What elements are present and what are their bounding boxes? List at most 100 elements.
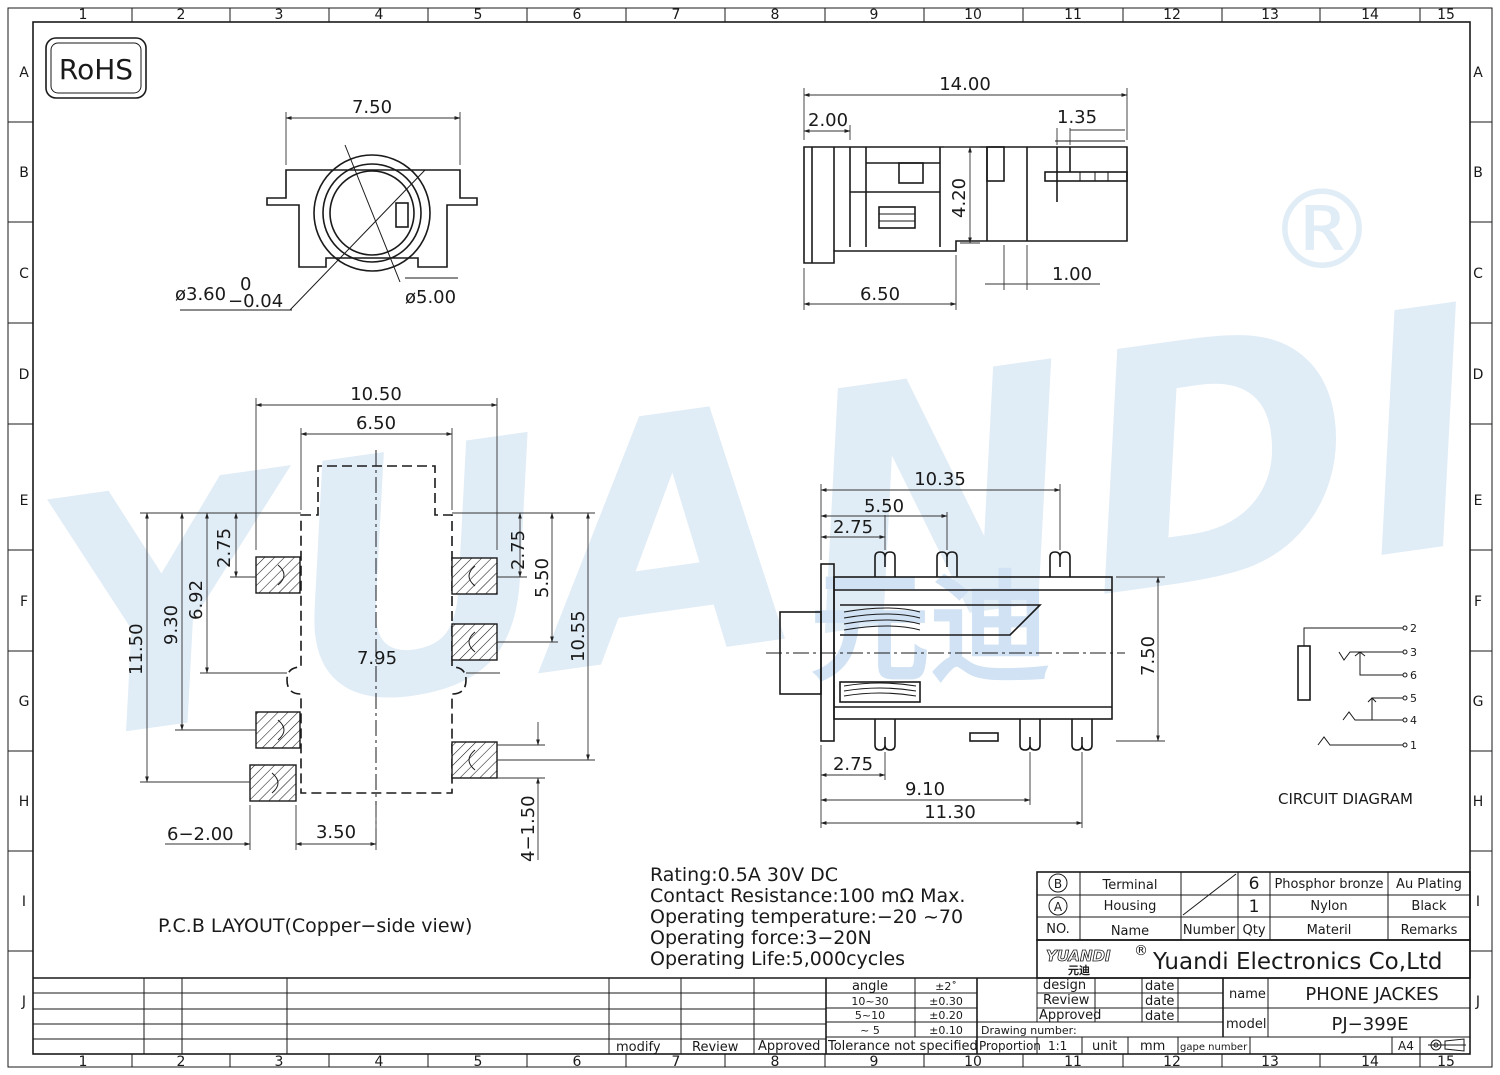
border-column-label: 7 bbox=[672, 1054, 681, 1070]
part-name-label: name bbox=[1229, 987, 1266, 1002]
signoff-unit-value: mm bbox=[1140, 1039, 1165, 1054]
top-view: 10.35 5.50 2.75 7.50 2.75 9.10 11.30 bbox=[766, 469, 1165, 828]
spec-rating: Rating:0.5A 30V DC bbox=[650, 864, 838, 886]
front-outer-dim: ø5.00 bbox=[405, 287, 456, 308]
part-model: PJ−399E bbox=[1332, 1014, 1409, 1035]
pcb-body-width-dim: 6.50 bbox=[356, 413, 396, 434]
top-bottom-mid-dim: 9.10 bbox=[905, 779, 945, 800]
border-column-label: 1 bbox=[79, 1054, 88, 1070]
bom-header-qty: Qty bbox=[1242, 923, 1265, 938]
border-column-label: 8 bbox=[771, 1054, 780, 1070]
front-view: 7.50 ø3.60 0 −0.04 ø5.00 bbox=[175, 97, 478, 312]
border-column-label: 14 bbox=[1361, 7, 1379, 23]
tol-value-2: ±0.20 bbox=[929, 1009, 963, 1022]
revision-approved: Approved bbox=[758, 1039, 820, 1054]
bom-material-housing: Nylon bbox=[1310, 899, 1347, 914]
yuandi-watermark: YUANDI ® 元迪 bbox=[17, 166, 1500, 818]
border-column-label: 6 bbox=[573, 1054, 582, 1070]
circuit-pin-4: 4 bbox=[1410, 714, 1417, 727]
border-column-label: 7 bbox=[672, 7, 681, 23]
company-registered-icon: ® bbox=[1134, 943, 1148, 959]
border-row-label: G bbox=[1473, 694, 1484, 710]
border-column-label: 13 bbox=[1261, 7, 1279, 23]
signoff-date-1: date bbox=[1145, 979, 1174, 994]
border-row-label: E bbox=[1474, 493, 1483, 509]
title-block: modify Review Approved angle ±2˚ 10~30 ±… bbox=[33, 977, 1470, 1055]
company-logo: YUANDI bbox=[1046, 947, 1111, 965]
sheet-border: 1122334455667788991010111112121313141415… bbox=[7, 7, 1493, 1070]
border-row-label: C bbox=[19, 266, 29, 282]
top-near-dim: 2.75 bbox=[833, 517, 873, 538]
top-height-dim: 7.50 bbox=[1138, 636, 1159, 676]
border-row-label: E bbox=[20, 493, 29, 509]
pad-right-1 bbox=[451, 557, 498, 595]
border-row-label: I bbox=[1476, 894, 1480, 910]
border-column-label: 3 bbox=[275, 7, 284, 23]
signoff-gape-number: gape number bbox=[1180, 1042, 1248, 1053]
side-height-dim: 4.20 bbox=[949, 178, 970, 218]
border-column-label: 4 bbox=[375, 7, 384, 23]
border-row-label: H bbox=[19, 794, 30, 810]
circuit-pin-1: 1 bbox=[1410, 739, 1417, 752]
border-column-label: 15 bbox=[1437, 1054, 1455, 1070]
bom-header-material: Materil bbox=[1307, 923, 1352, 938]
border-row-label: D bbox=[19, 367, 30, 383]
pcb-h692-dim: 6.92 bbox=[186, 580, 207, 620]
border-column-label: 10 bbox=[964, 7, 982, 23]
border-row-label: B bbox=[19, 165, 29, 181]
pad-left-3 bbox=[249, 764, 297, 802]
bom-header-number: Number bbox=[1183, 923, 1236, 938]
bom-table: B A Terminal Housing 6 1 Phosphor bronze… bbox=[1036, 871, 1471, 941]
border-row-label: J bbox=[1475, 994, 1480, 1010]
border-column-label: 11 bbox=[1064, 7, 1082, 23]
border-column-label: 10 bbox=[964, 1054, 982, 1070]
border-row-label: G bbox=[19, 694, 30, 710]
border-column-label: 12 bbox=[1163, 1054, 1181, 1070]
border-column-ticks: 1122334455667788991010111112121313141415… bbox=[79, 7, 1455, 1070]
pcb-right-offset-dim: 2.75 bbox=[508, 530, 529, 570]
pcb-pad-size-dim: 6−2.00 bbox=[167, 824, 234, 845]
top-bottom-near-dim: 2.75 bbox=[833, 754, 873, 775]
front-hole-tol-upper: 0 bbox=[240, 274, 251, 295]
border-row-label: A bbox=[1473, 65, 1483, 81]
signoff-size: A4 bbox=[1398, 1039, 1414, 1053]
tol-range-3: ~ 5 bbox=[860, 1024, 880, 1037]
circuit-pin-3: 3 bbox=[1410, 646, 1417, 659]
bom-name-terminal: Terminal bbox=[1102, 878, 1158, 893]
tol-range-1: 10~30 bbox=[851, 995, 888, 1008]
side-length-dim: 14.00 bbox=[939, 74, 991, 95]
revision-modify: modify bbox=[616, 1040, 661, 1055]
signoff-approved: Approved bbox=[1039, 1008, 1101, 1023]
signoff-date-2: date bbox=[1145, 994, 1174, 1009]
part-model-label: model bbox=[1226, 1017, 1266, 1032]
specifications: Rating:0.5A 30V DC Contact Resistance:10… bbox=[650, 864, 965, 970]
border-column-label: 13 bbox=[1261, 1054, 1279, 1070]
top-mid-dim: 5.50 bbox=[864, 496, 904, 517]
tol-value-3: ±0.10 bbox=[929, 1024, 963, 1037]
circuit-pin-2: 2 bbox=[1410, 622, 1417, 635]
pad-right-3 bbox=[451, 741, 498, 779]
side-front-dim: 2.00 bbox=[808, 110, 848, 131]
border-column-label: 9 bbox=[870, 1054, 879, 1070]
pcb-pad-small-dim: 4−1.50 bbox=[518, 795, 539, 862]
revision-review: Review bbox=[692, 1040, 739, 1055]
border-column-label: 3 bbox=[275, 1054, 284, 1070]
bom-remarks-terminal: Au Plating bbox=[1396, 877, 1462, 892]
border-row-label: F bbox=[1474, 594, 1482, 610]
projection-symbol-icon bbox=[1428, 1038, 1466, 1052]
border-row-label: C bbox=[1473, 266, 1483, 282]
pcb-layout: 10.50 6.50 11.50 9.30 6.92 2.75 2.75 5.5… bbox=[126, 384, 595, 937]
side-pin-pos-dim: 6.50 bbox=[860, 284, 900, 305]
bom-name-housing: Housing bbox=[1104, 899, 1157, 914]
watermark-registered-icon: ® bbox=[1267, 166, 1377, 294]
front-width-dim: 7.50 bbox=[352, 97, 392, 118]
signoff-review: Review bbox=[1043, 993, 1090, 1008]
border-row-label: B bbox=[1473, 165, 1483, 181]
front-hole-tol-lower: −0.04 bbox=[228, 291, 283, 312]
border-column-label: 2 bbox=[177, 1054, 186, 1070]
border-column-label: 14 bbox=[1361, 1054, 1379, 1070]
side-slot-dim: 1.35 bbox=[1057, 107, 1097, 128]
signoff-unit-label: unit bbox=[1092, 1039, 1117, 1054]
